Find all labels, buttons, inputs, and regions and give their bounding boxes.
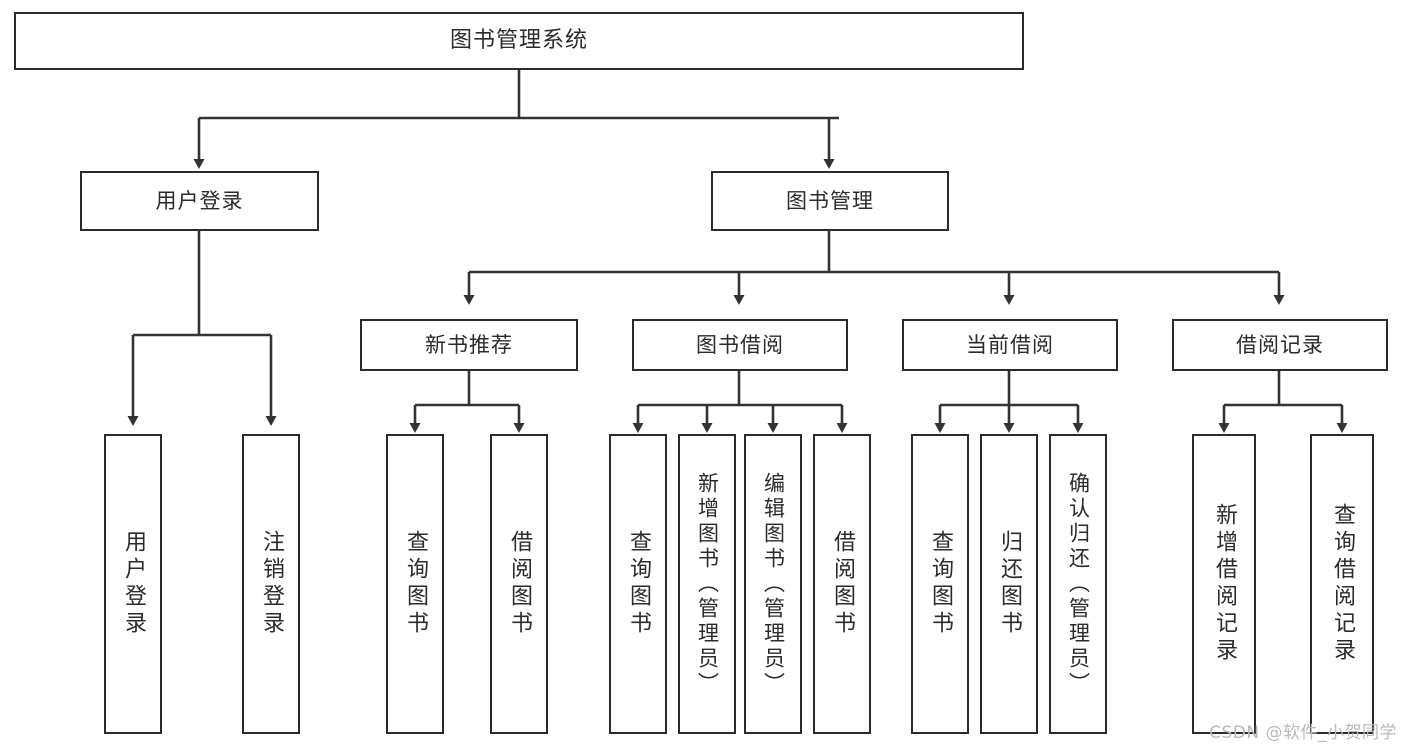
node-current-borrow-label: 当前借阅 [966, 332, 1054, 357]
node-user-login[interactable]: 用户登录 [80, 171, 319, 231]
leaf-logout[interactable]: 注销登录 [242, 434, 300, 734]
node-book-borrow[interactable]: 图书借阅 [632, 319, 848, 371]
leaf-query-book-3[interactable]: 查询图书 [911, 434, 969, 734]
node-new-book-recommend-label: 新书推荐 [425, 332, 513, 357]
leaf-logout-label: 注销登录 [259, 530, 284, 638]
leaf-add-book-label: 新增图书（管理员） [695, 471, 720, 697]
leaf-edit-book[interactable]: 编辑图书（管理员） [744, 434, 802, 734]
node-borrow-record-label: 借阅记录 [1236, 332, 1324, 357]
leaf-return-book-label: 归还图书 [997, 530, 1022, 638]
node-borrow-record[interactable]: 借阅记录 [1172, 319, 1388, 371]
leaf-borrow-book-2-label: 借阅图书 [830, 530, 855, 638]
leaf-add-book[interactable]: 新增图书（管理员） [678, 434, 736, 734]
leaf-query-record-label: 查询借阅记录 [1330, 503, 1355, 665]
node-root-label: 图书管理系统 [449, 28, 588, 54]
node-book-manage[interactable]: 图书管理 [711, 171, 949, 231]
node-book-borrow-label: 图书借阅 [696, 332, 784, 357]
watermark: CSDN @软件_小贺同学 [1209, 723, 1397, 743]
leaf-query-book-3-label: 查询图书 [928, 530, 953, 638]
leaf-add-record-label: 新增借阅记录 [1212, 503, 1237, 665]
leaf-borrow-book-1[interactable]: 借阅图书 [490, 434, 548, 734]
leaf-query-book-2-label: 查询图书 [626, 530, 651, 638]
leaf-edit-book-label: 编辑图书（管理员） [761, 471, 786, 697]
node-book-manage-label: 图书管理 [786, 188, 874, 213]
leaf-user-login[interactable]: 用户登录 [104, 434, 162, 734]
node-user-login-label: 用户登录 [155, 188, 244, 213]
leaf-query-book-1-label: 查询图书 [403, 530, 428, 638]
leaf-query-book-2[interactable]: 查询图书 [609, 434, 667, 734]
leaf-query-book-1[interactable]: 查询图书 [386, 434, 444, 734]
node-new-book-recommend[interactable]: 新书推荐 [360, 319, 578, 371]
leaf-return-book[interactable]: 归还图书 [980, 434, 1038, 734]
leaf-add-record[interactable]: 新增借阅记录 [1192, 434, 1256, 734]
node-root[interactable]: 图书管理系统 [14, 12, 1024, 70]
leaf-borrow-book-2[interactable]: 借阅图书 [813, 434, 871, 734]
node-current-borrow[interactable]: 当前借阅 [902, 319, 1118, 371]
leaf-user-login-label: 用户登录 [121, 530, 146, 638]
leaf-borrow-book-1-label: 借阅图书 [507, 530, 532, 638]
leaf-confirm-return[interactable]: 确认归还（管理员） [1049, 434, 1107, 734]
leaf-confirm-return-label: 确认归还（管理员） [1066, 471, 1091, 697]
leaf-query-record[interactable]: 查询借阅记录 [1310, 434, 1374, 734]
